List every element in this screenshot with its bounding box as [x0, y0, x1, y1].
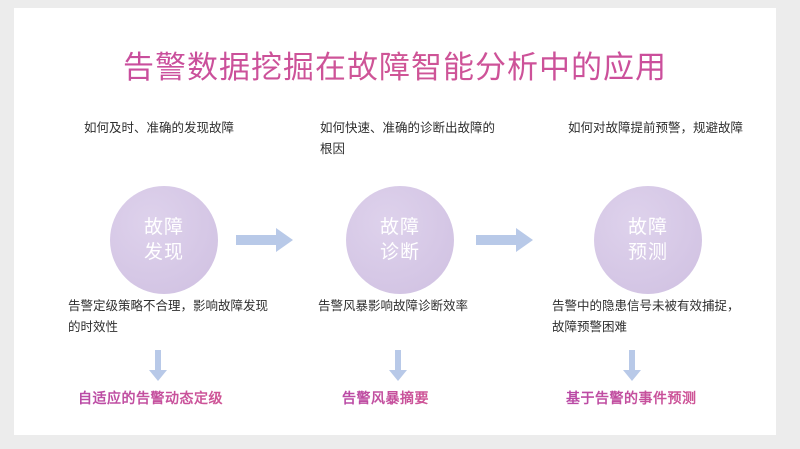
circle-label-line1-2: 故障	[627, 217, 668, 238]
result-label-2: 基于告警的事件预测	[566, 390, 697, 406]
flow-column-fault-discovery: 如何及时、准确的发现故障 故障 发现 告警定级策略不合理，影响故障发现的时效性 …	[60, 8, 310, 435]
slide-canvas: 告警数据挖掘在故障智能分析中的应用 如何及时、准确的发现故障 故障 发现 告警定…	[14, 8, 776, 435]
problem-text-0: 告警定级策略不合理，影响故障发现的时效性	[68, 299, 269, 334]
flow-column-fault-diagnosis: 如何快速、准确的诊断出故障的根因 故障 诊断 告警风暴影响故障诊断效率 告警风暴…	[302, 8, 552, 435]
circle-label-line2-2: 预测	[627, 242, 668, 263]
problem-text-2: 告警中的隐患信号未被有效捕捉，故障预警困难	[552, 299, 740, 334]
arrow-right-icon-1	[476, 227, 534, 253]
circle-label-line1-1: 故障	[379, 217, 420, 238]
circle-label-line2-1: 诊断	[379, 242, 420, 263]
arrow-down-icon-0	[148, 350, 168, 382]
stage-circle-fault-diagnosis[interactable]: 故障 诊断	[346, 186, 454, 294]
result-label-0: 自适应的告警动态定级	[78, 390, 223, 406]
arrow-down-icon-1	[388, 350, 408, 382]
circle-label-line1-0: 故障	[143, 217, 184, 238]
question-text-1: 如何快速、准确的诊断出故障的根因	[320, 121, 496, 156]
question-text-2: 如何对故障提前预警，规避故障	[568, 121, 744, 135]
question-text-0: 如何及时、准确的发现故障	[84, 121, 235, 135]
page-title: 告警数据挖掘在故障智能分析中的应用	[14, 42, 776, 87]
stage-circle-fault-discovery[interactable]: 故障 发现	[110, 186, 218, 294]
problem-text-1: 告警风暴影响故障诊断效率	[318, 299, 469, 313]
circle-label-line2-0: 发现	[143, 242, 184, 263]
flow-column-fault-prediction: 如何对故障提前预警，规避故障 故障 预测 告警中的隐患信号未被有效捕捉，故障预警…	[538, 8, 776, 435]
result-label-1: 告警风暴摘要	[342, 390, 429, 406]
arrow-right-icon-0	[236, 227, 294, 253]
stage-circle-fault-prediction[interactable]: 故障 预测	[594, 186, 702, 294]
arrow-down-icon-2	[622, 350, 642, 382]
